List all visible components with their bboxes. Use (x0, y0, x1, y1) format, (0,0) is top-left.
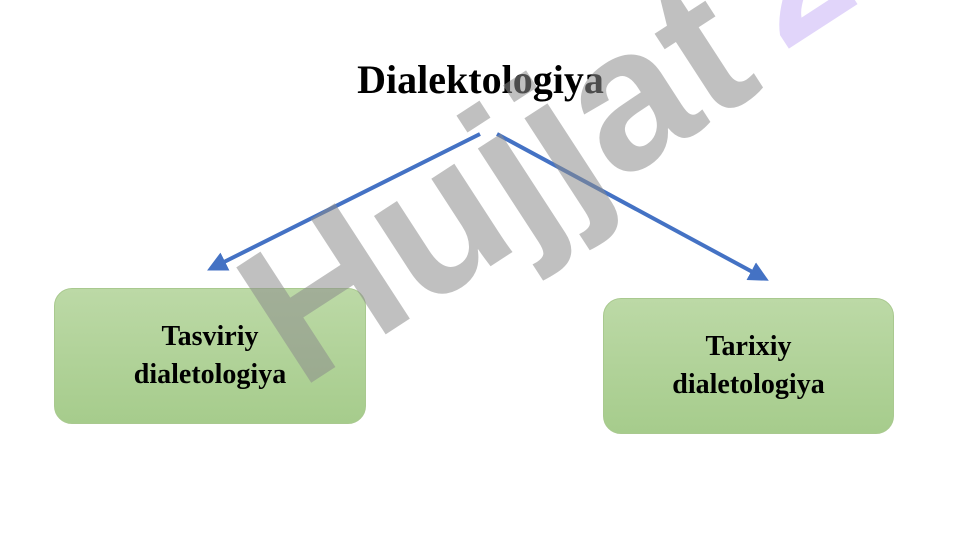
branch-box-line: dialetologiya (133, 359, 287, 390)
arrow-right (496, 132, 769, 281)
branch-box-tarixiy: Tarixiy dialetologiya (603, 298, 894, 434)
branch-box-line: Tasviriy (161, 321, 259, 352)
branch-box-tasviriy: Tasviriy dialetologiya (54, 288, 366, 424)
diagram-title: Dialektologiya (357, 57, 604, 102)
arrow-left (207, 132, 481, 271)
branch-box-line: dialetologiya (672, 369, 825, 400)
branch-box-line: Tarixiy (705, 331, 792, 362)
